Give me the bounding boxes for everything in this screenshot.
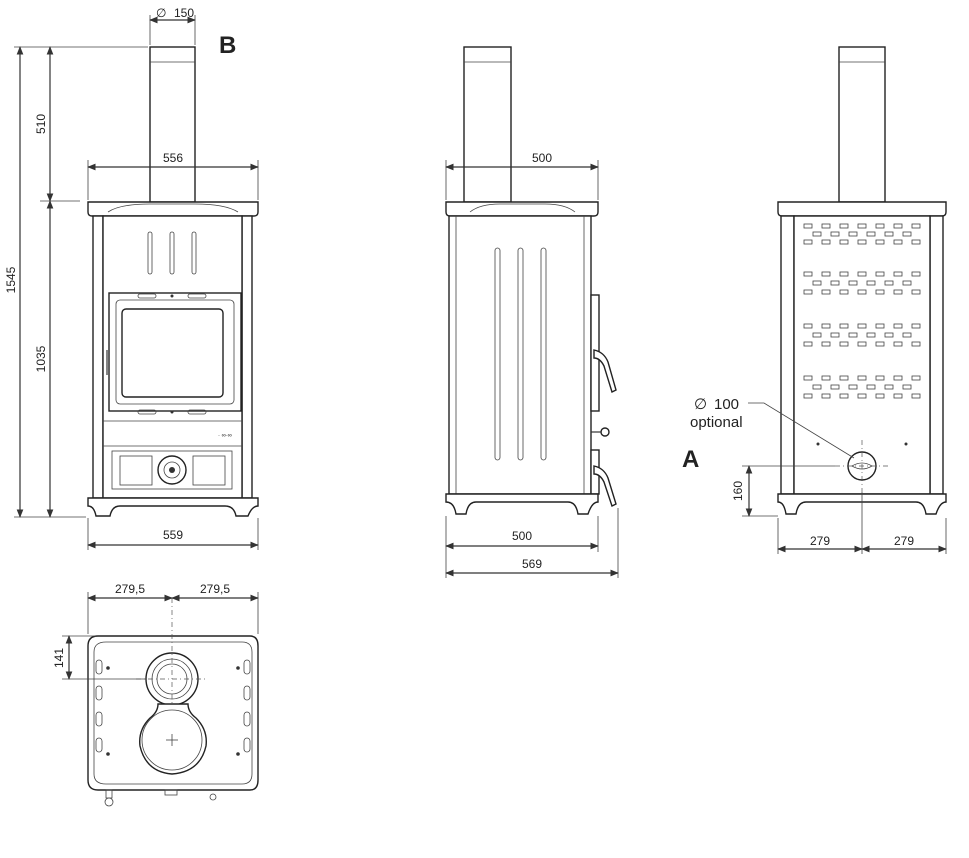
front-left-column (92, 215, 104, 499)
dim-rear-half-left: 279 (810, 534, 830, 548)
rear-left-column (780, 215, 795, 495)
front-right-column (241, 215, 253, 499)
dim-plan-half-left: 279,5 (115, 582, 145, 596)
dim-total-height: 1545 (4, 266, 18, 293)
side-ash-handle (593, 465, 617, 507)
dim-plan-flue-offset: 141 (52, 648, 66, 668)
view-label-a: A (682, 446, 699, 473)
dim-front-top-width: 556 (163, 151, 183, 165)
dim-flue-diameter: 150 (174, 6, 194, 20)
dim-diameter-symbol-a: ∅ (694, 396, 707, 413)
rear-view: ∅ 100 optional A 160 279 279 (682, 46, 947, 554)
side-knob (600, 427, 610, 437)
front-base (87, 497, 259, 517)
inlet-optional-note: optional (690, 414, 743, 431)
rear-base (777, 493, 947, 515)
dim-inlet-diameter: 100 (714, 396, 739, 413)
front-door-glass (121, 308, 224, 398)
view-label-b: B (219, 32, 236, 59)
dim-side-body-depth: 500 (512, 529, 532, 543)
side-door-handle (593, 349, 617, 393)
dim-flue-height: 510 (34, 114, 48, 134)
side-body (448, 215, 592, 495)
dim-rear-half-right: 279 (894, 534, 914, 548)
rear-top-plate (777, 201, 947, 217)
rear-flue-pipe (838, 46, 886, 203)
dim-side-top-depth: 500 (532, 151, 552, 165)
front-flue-pipe (149, 46, 196, 203)
rear-panel (793, 215, 931, 495)
plan-view: 279,5 279,5 141 (52, 582, 259, 807)
side-view: 500 500 569 (445, 46, 619, 578)
front-view: · ∞∙∞ 556 559 ∅ 150 B 1545 510 1035 (4, 6, 259, 550)
svg-text:· ∞∙∞: · ∞∙∞ (218, 433, 232, 439)
dim-plan-half-right: 279,5 (200, 582, 230, 596)
plan-cooking-lid (139, 703, 207, 775)
dim-front-base-width: 559 (163, 528, 183, 542)
dim-side-total-depth: 569 (522, 557, 542, 571)
side-flue-pipe (463, 46, 512, 203)
dim-diameter-symbol-b: ∅ (156, 6, 166, 20)
rear-right-column (929, 215, 944, 495)
dim-body-height: 1035 (34, 345, 48, 372)
dim-rear-inlet-height: 160 (731, 481, 745, 501)
side-base (445, 493, 599, 515)
